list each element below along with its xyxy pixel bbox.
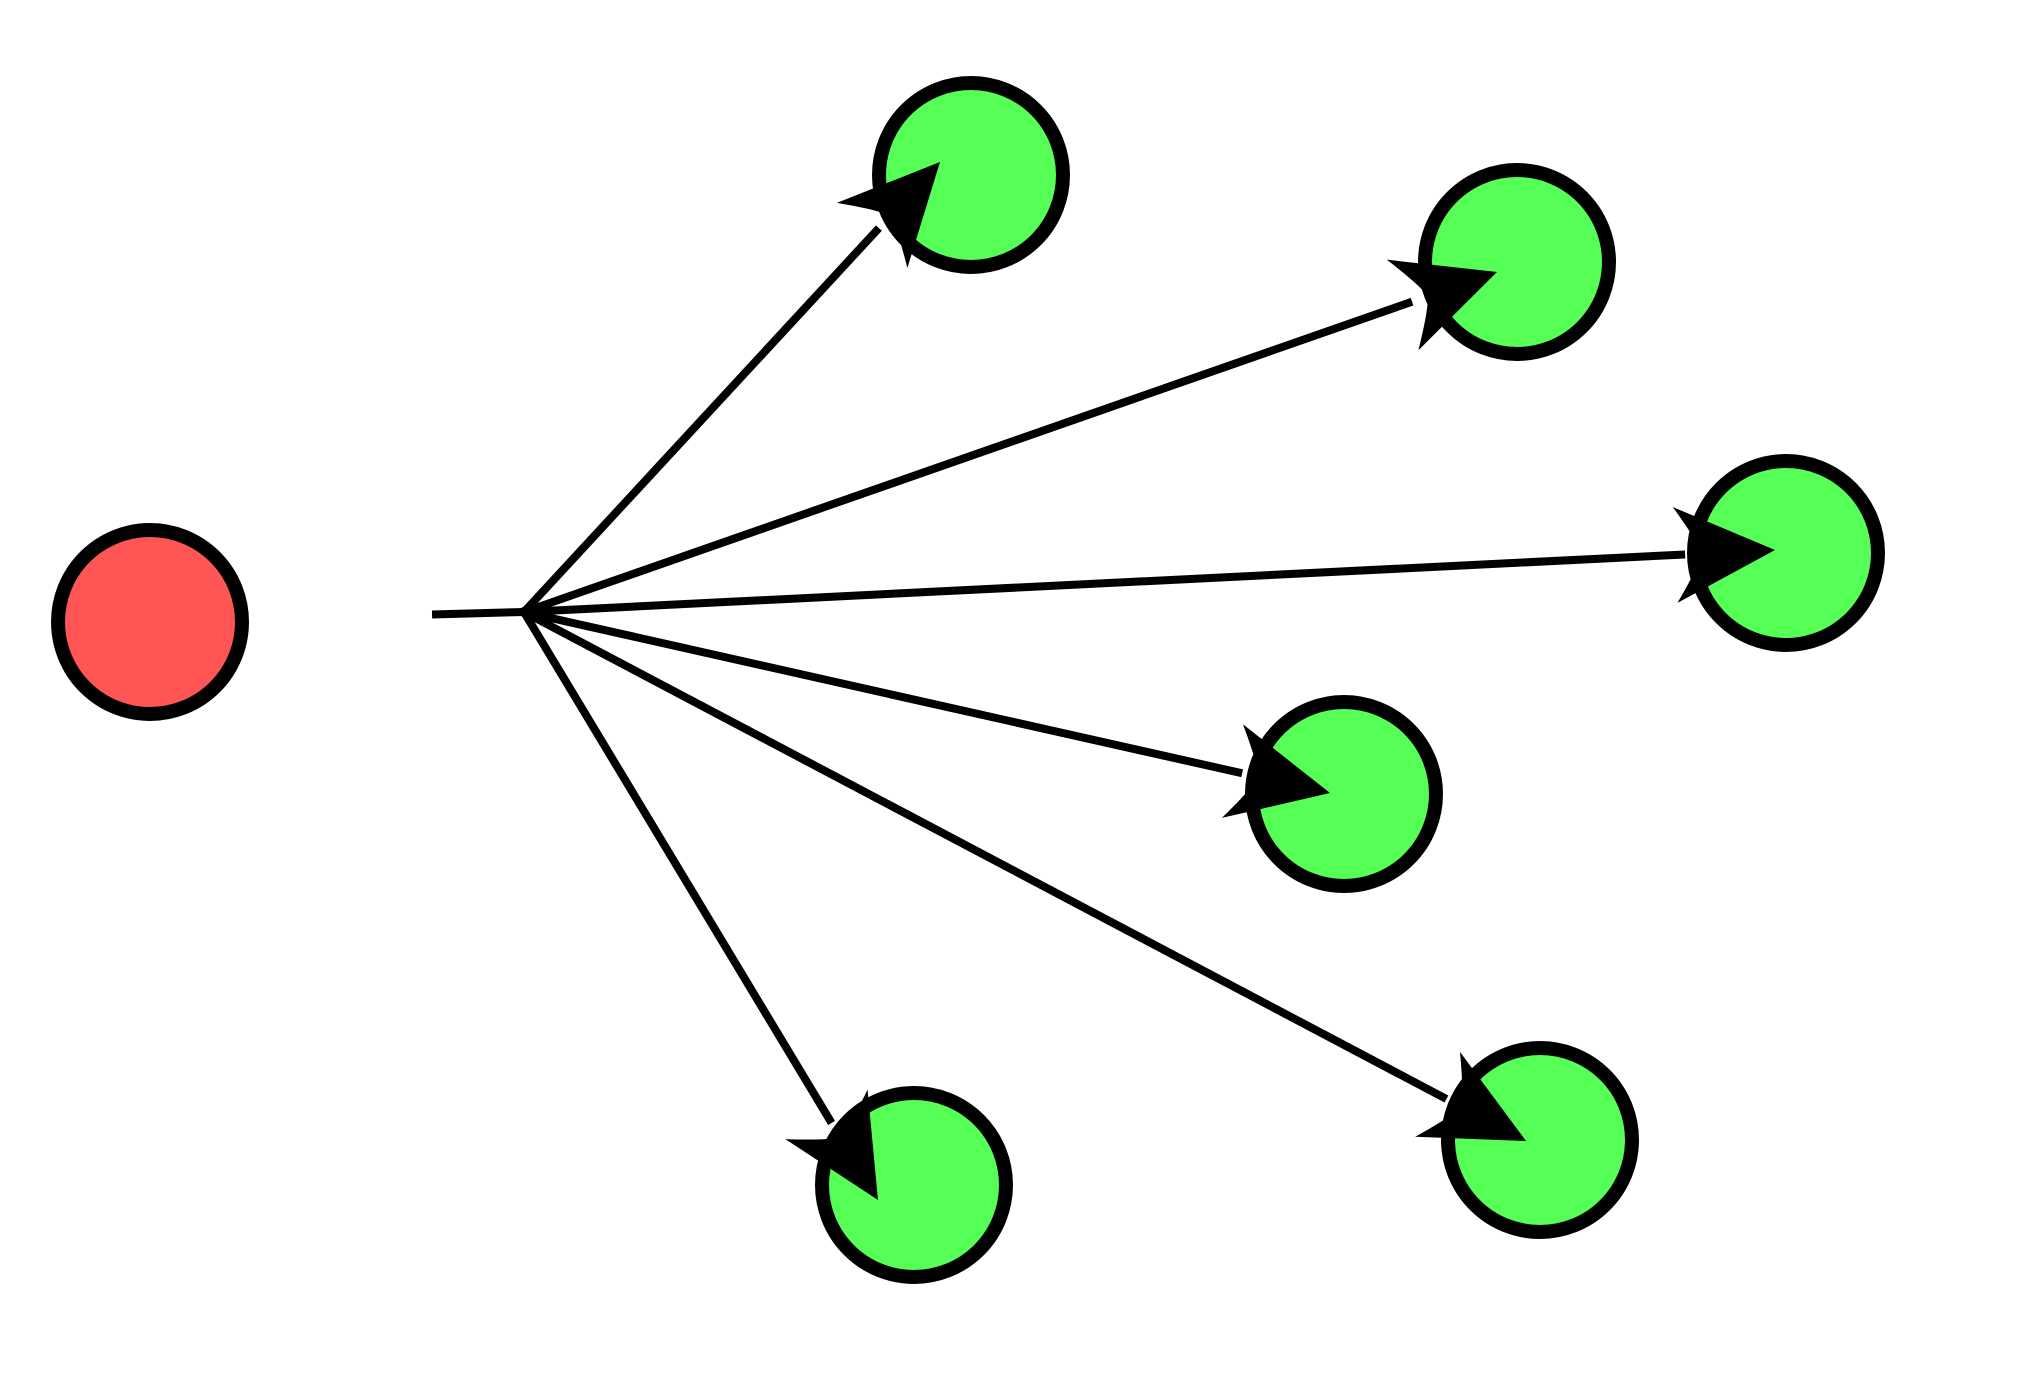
arrowhead-target-2 xyxy=(1386,259,1497,351)
edges-layer xyxy=(431,225,1686,1125)
edge-junction-to-target-5 xyxy=(522,608,1449,1103)
arrowhead-target-3 xyxy=(1672,507,1775,603)
arrowhead-target-6 xyxy=(785,1089,878,1200)
edge-junction-to-target-4 xyxy=(523,608,1244,778)
edge-junction-to-target-2 xyxy=(522,297,1414,616)
arrowhead-target-1 xyxy=(836,162,940,269)
target-node-1 xyxy=(872,76,1070,274)
source-node xyxy=(51,523,249,721)
arrowhead-target-5 xyxy=(1415,1051,1526,1141)
edge-source-to-junction xyxy=(431,608,525,619)
target-node-3 xyxy=(1687,454,1885,652)
arrowheads-layer xyxy=(785,162,1775,1200)
target-node-2 xyxy=(1418,163,1616,361)
arrowhead-target-4 xyxy=(1221,724,1330,818)
junction-point xyxy=(519,607,529,617)
edge-junction-to-target-3 xyxy=(523,550,1686,616)
edge-junction-to-target-1 xyxy=(521,225,882,615)
target-node-5 xyxy=(1441,1041,1639,1239)
edge-junction-to-target-6 xyxy=(520,609,836,1125)
target-node-6 xyxy=(815,1086,1013,1284)
nodes-layer xyxy=(51,76,1885,1284)
